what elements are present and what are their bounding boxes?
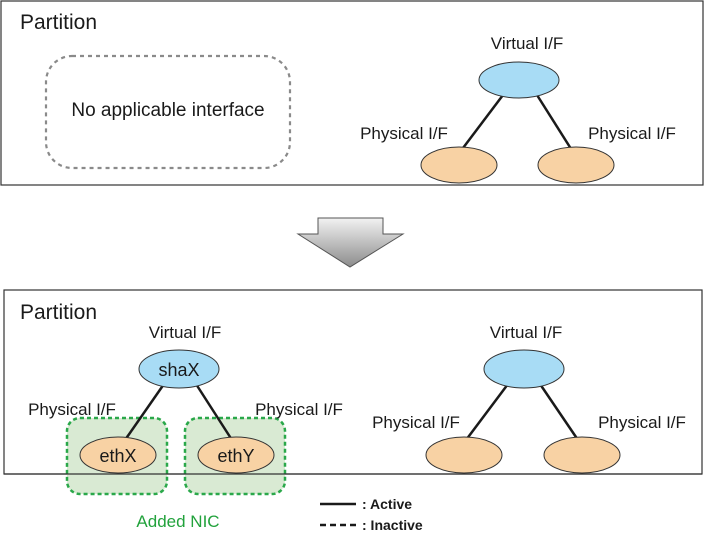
nic-right-name: ethY xyxy=(217,446,254,466)
top-virtual-label: Virtual I/F xyxy=(491,34,563,53)
group2-physical-left-label: Physical I/F xyxy=(372,413,460,432)
top-physical-left-label: Physical I/F xyxy=(360,124,448,143)
top-link-left xyxy=(459,94,504,153)
no-interface-dashed-box xyxy=(44,54,292,170)
group1-physical-right-label: Physical I/F xyxy=(255,400,343,419)
legend-inactive-label: : Inactive xyxy=(362,517,423,533)
group2-virtual-node xyxy=(483,349,565,389)
nic-left-name: ethX xyxy=(99,446,136,466)
top-physical-right-node xyxy=(537,146,615,184)
top-physical-right-label: Physical I/F xyxy=(588,124,676,143)
top-virtual-node xyxy=(478,61,560,99)
group1-virtual-label: Virtual I/F xyxy=(149,323,221,342)
group1-physical-left-label: Physical I/F xyxy=(28,400,116,419)
legend: : Active : Inactive xyxy=(320,496,423,533)
group2-link-right xyxy=(538,383,580,441)
group1-virtual-name: shaX xyxy=(158,360,199,380)
nic-right-node xyxy=(197,436,275,474)
top-physical-left-node xyxy=(420,146,498,184)
bottom-partition-title: Partition xyxy=(20,301,97,324)
no-interface-text: No applicable interface xyxy=(71,100,264,121)
group2-physical-right-node xyxy=(543,436,621,474)
legend-active-label: : Active xyxy=(362,496,412,512)
group2-virtual-label: Virtual I/F xyxy=(490,323,562,342)
group1-link-right xyxy=(194,383,234,441)
group2-link-left xyxy=(465,383,509,441)
transition-arrow xyxy=(296,217,405,268)
added-nic-label: Added NIC xyxy=(136,512,219,531)
top-link-right xyxy=(535,94,575,153)
top-partition-title: Partition xyxy=(20,11,97,34)
group2-physical-right-label: Physical I/F xyxy=(598,413,686,432)
nic-left-node xyxy=(79,436,157,474)
group2-physical-left-node xyxy=(425,436,503,474)
group1-virtual-node xyxy=(138,349,220,389)
group1-link-left xyxy=(123,383,166,441)
